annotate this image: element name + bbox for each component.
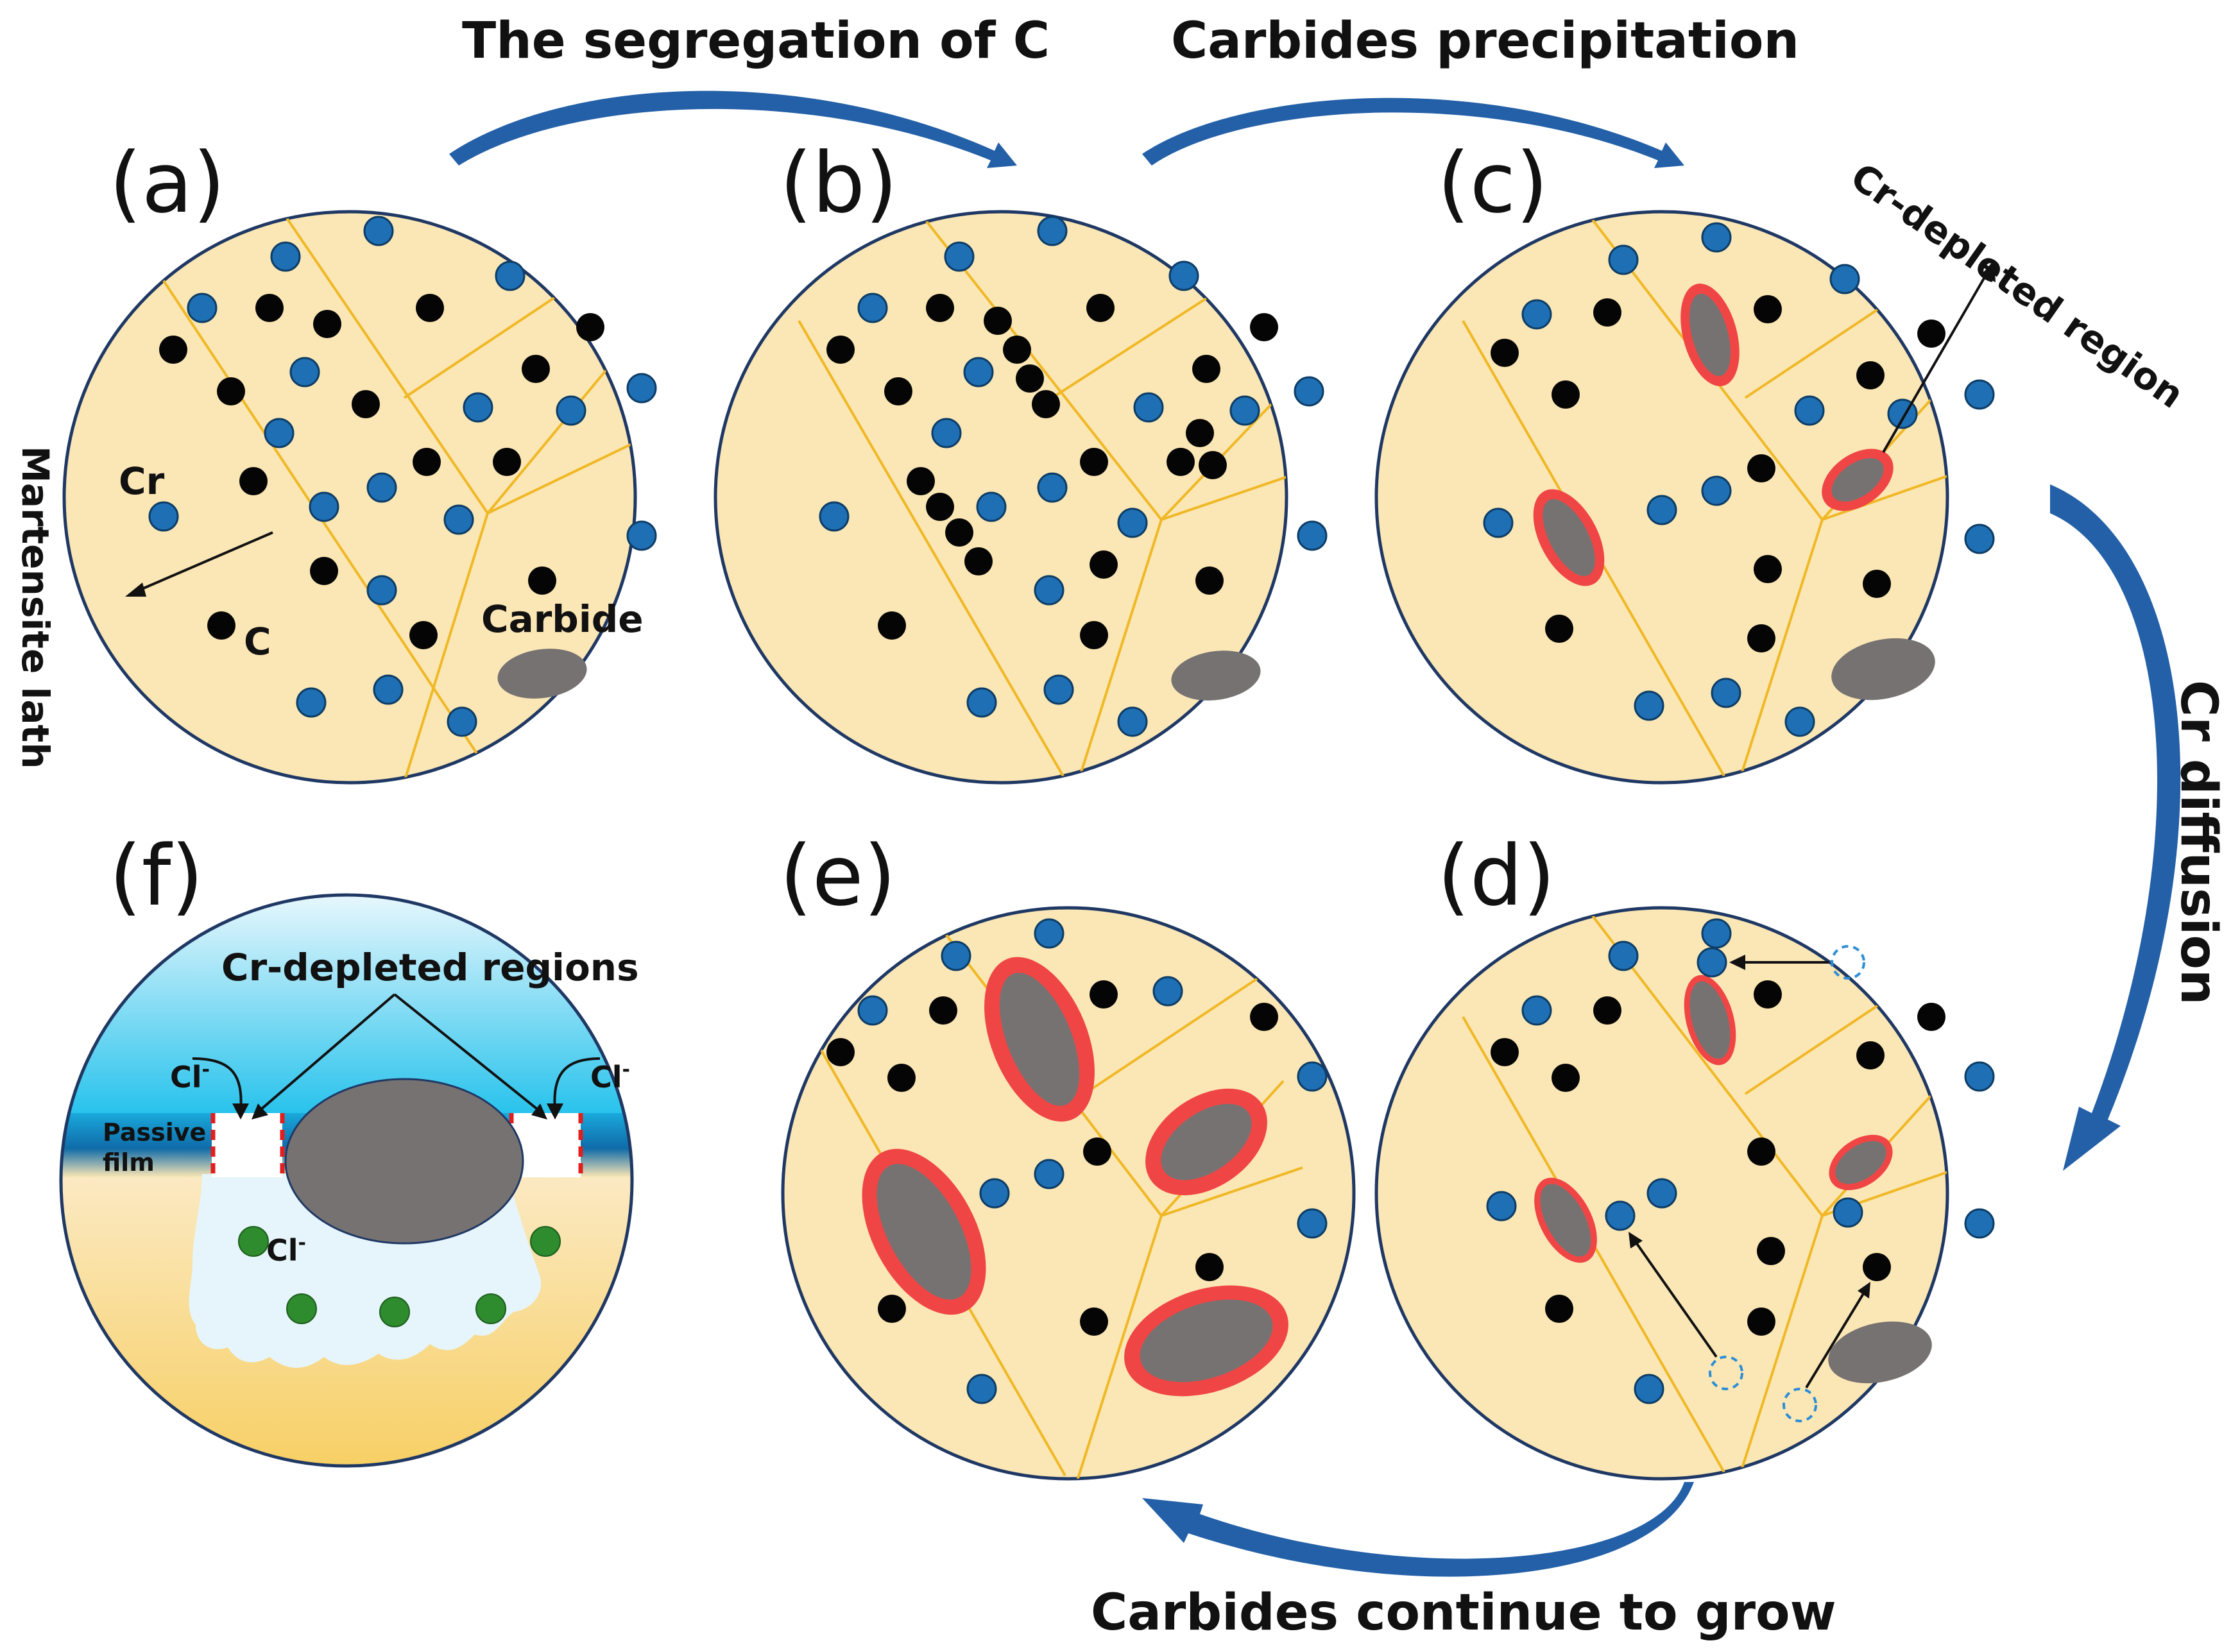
arrow-c-to-d [2050, 484, 2181, 1171]
diffusion-origins [1709, 945, 1865, 1422]
arrow-a-to-b [449, 90, 1017, 168]
panel-label-e: (e) [780, 827, 896, 924]
electrolyte [61, 895, 632, 1113]
c-atoms [826, 294, 1278, 649]
panel-a: Cr C Carbide Martensite lath (a) [13, 134, 657, 785]
chloride-label-left: Cl- [170, 1059, 210, 1094]
chloride-label-right: Cl- [590, 1059, 630, 1094]
panel-e: (e) [780, 827, 1356, 1481]
panel-b: (b) [714, 134, 1328, 785]
title-carbides-precipitation: Carbides precipitation [1171, 12, 1799, 70]
c-atoms [826, 980, 1278, 1336]
cr-atoms [148, 216, 657, 737]
panel-label-c: (c) [1437, 134, 1548, 232]
panel-d: (d) [1374, 827, 1995, 1481]
panel-label-b: (b) [780, 134, 898, 232]
c-atoms [159, 294, 604, 649]
cr-depleted-zones [1534, 975, 1893, 1263]
label-c: C [244, 620, 271, 663]
depleted-region-pointers [252, 993, 547, 1120]
pit-circle-outline [59, 893, 634, 1468]
cr-atoms [857, 918, 1328, 1404]
cr-atoms [1483, 222, 1995, 737]
panel-f: Cr-depleted regions Cl- Cl- Cl- Passive … [59, 827, 639, 1468]
cr-atoms [819, 216, 1328, 737]
c-atoms [1491, 980, 1945, 1336]
panel-label-a: (a) [109, 134, 225, 232]
depleted-gap-left [212, 1113, 282, 1177]
cr-atoms [1486, 918, 1995, 1404]
title-carbides-continue-to-grow: Carbides continue to grow [1091, 1584, 1836, 1642]
panel-label-f: (f) [109, 827, 203, 924]
title-segregation-of-c: The segregation of C [462, 12, 1050, 70]
label-cr: Cr [119, 459, 165, 503]
label-carbide: Carbide [481, 597, 644, 641]
carbide-particle [1171, 651, 1261, 701]
carbide-particle [1831, 638, 1935, 701]
chloride-label-pit: Cl- [266, 1232, 306, 1268]
chloride-attack-arrows [192, 1057, 601, 1120]
panel-label-d: (d) [1437, 827, 1555, 924]
carbide-particle [1828, 1321, 1932, 1384]
label-passive-film-line1: Passive [103, 1118, 206, 1146]
grown-carbides [862, 957, 1288, 1397]
arrow-d-to-e [1142, 1482, 1694, 1577]
cr-depleted-zones [1533, 284, 1894, 586]
title-cr-diffusion: Cr diffusion [2169, 680, 2227, 1005]
c-atoms [1491, 295, 1945, 652]
panel-c: Cr-depleted region (c) [1374, 134, 2192, 785]
label-passive-film-line2: film [103, 1148, 155, 1177]
label-cr-depleted-regions: Cr-depleted regions [221, 946, 639, 989]
diffusion-arrows [1629, 955, 1870, 1389]
grain-circle [62, 210, 637, 785]
chloride-ions [238, 1226, 561, 1327]
arrow-b-to-c [1142, 98, 1684, 168]
carbide-particle [284, 1078, 524, 1245]
process-arrows [449, 90, 2181, 1577]
carbide-particle [497, 649, 587, 699]
label-martensite-lath: Martensite lath [13, 446, 57, 769]
